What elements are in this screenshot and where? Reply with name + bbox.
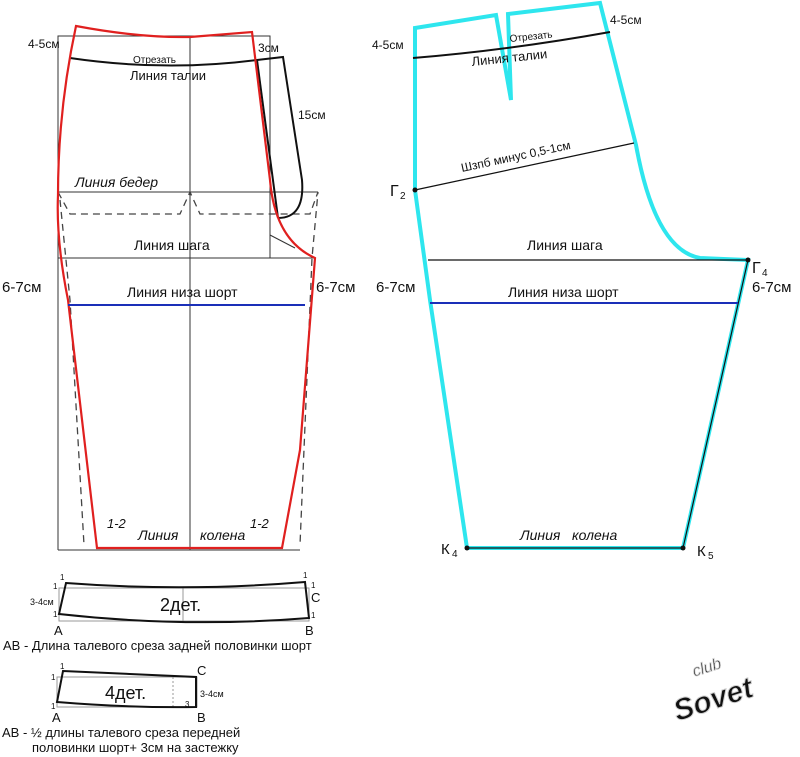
front-side-left: 6-7см bbox=[376, 279, 416, 296]
point-g2-dot bbox=[412, 187, 418, 193]
point-g2-label: Г bbox=[390, 183, 399, 200]
watermark-logo: club Sovet bbox=[669, 655, 760, 728]
point-k4-sub: 4 bbox=[452, 549, 458, 560]
back-waist-fly bbox=[69, 55, 304, 219]
front-hem-label: Линия низа шорт bbox=[508, 284, 619, 300]
back-fly-top: 3см bbox=[258, 41, 279, 55]
svg-text:Sovet: Sovet bbox=[669, 671, 759, 728]
back-labels: 4-5см 3см 15см Отрезать Линия талии Лини… bbox=[2, 37, 356, 543]
belt-front-point-c: C bbox=[197, 663, 206, 678]
front-piece bbox=[412, 0, 751, 551]
front-top-right-offset: 4-5см bbox=[610, 13, 642, 27]
belt-back-mark: 1 bbox=[53, 610, 58, 619]
belt-back-point-b: B bbox=[305, 623, 314, 638]
point-k5-sub: 5 bbox=[708, 551, 714, 562]
belt-front-mark-3: 3 bbox=[185, 700, 190, 709]
belt-back-mark: 1 bbox=[53, 582, 58, 591]
point-g4-sub: 4 bbox=[762, 268, 768, 279]
point-k5-dot bbox=[680, 545, 686, 551]
belt-back-caption: АВ - Длина талевого среза задней половин… bbox=[3, 638, 312, 653]
back-knee-left: 1-2 bbox=[107, 516, 127, 531]
front-seat-line-label: Шзпб минус 0,5-1см bbox=[460, 138, 572, 175]
front-knee-label: Линия колена bbox=[519, 527, 617, 543]
back-side-right: 6-7см bbox=[316, 279, 356, 296]
belt-back-mark: 1 bbox=[303, 571, 308, 580]
front-crotch-line-label: Линия шага bbox=[527, 237, 603, 253]
belt-back-mark: 1 bbox=[60, 573, 65, 582]
front-construction bbox=[412, 31, 749, 549]
belt-front-point-a: A bbox=[52, 710, 61, 725]
belt-back-mark: 1 bbox=[311, 581, 316, 590]
back-hip-line-label: Линия бедер bbox=[74, 174, 158, 190]
back-knee-right: 1-2 bbox=[250, 516, 270, 531]
belt-front-caption-2: половинки шорт+ 3см на застежку bbox=[32, 740, 239, 755]
back-knee-label-1: Линия bbox=[137, 527, 179, 543]
back-fly-length: 15см bbox=[298, 108, 326, 122]
front-top-left-offset: 4-5см bbox=[372, 38, 404, 52]
belt-back-height: 3-4см bbox=[30, 597, 54, 607]
back-cut-off: Отрезать bbox=[133, 55, 176, 66]
point-g4-dot bbox=[745, 257, 751, 263]
back-waist-line-label: Линия талии bbox=[130, 68, 206, 83]
back-outline bbox=[56, 24, 317, 550]
belt-front-label: 4дет. bbox=[105, 683, 146, 703]
point-g2-sub: 2 bbox=[400, 191, 406, 202]
belt-back-mark: 1 bbox=[311, 611, 316, 620]
back-top-offset: 4-5см bbox=[28, 37, 60, 51]
back-piece bbox=[56, 24, 319, 551]
belt-front-point-b: B bbox=[197, 710, 206, 725]
front-cut-off: Отрезать bbox=[509, 30, 553, 45]
point-g4-label: Г bbox=[752, 260, 761, 277]
belt-front-mark: 1 bbox=[60, 662, 65, 671]
back-hem-label: Линия низа шорт bbox=[127, 284, 238, 300]
belt-front-height: 3-4см bbox=[200, 689, 224, 699]
belt-back-label: 2дет. bbox=[160, 595, 201, 615]
front-labels: 4-5см 4-5см Отрезать Линия талии Шзпб ми… bbox=[372, 13, 792, 562]
belt-back: 1 1 1 1 1 1 3-4см 2дет. A B C АВ - Длина… bbox=[3, 571, 320, 653]
back-knee-label-2: колена bbox=[200, 527, 245, 543]
belt-front-mark: 1 bbox=[51, 702, 56, 711]
svg-text:club: club bbox=[690, 655, 723, 680]
belt-front: 1 1 1 3 3-4см 4дет. A B C АВ - ½ длины т… bbox=[2, 662, 240, 755]
belt-front-mark: 1 bbox=[51, 673, 56, 682]
belt-back-point-c: C bbox=[311, 590, 320, 605]
back-crotch-line-label: Линия шага bbox=[134, 237, 210, 253]
back-dashed-lines bbox=[57, 190, 319, 546]
belt-front-caption-1: АВ - ½ длины талевого среза передней bbox=[2, 725, 240, 740]
belt-back-point-a: A bbox=[54, 623, 63, 638]
point-k5-label: К bbox=[697, 543, 706, 560]
point-k4-dot bbox=[464, 545, 470, 551]
back-side-left: 6-7см bbox=[2, 279, 42, 296]
front-outline bbox=[413, 0, 751, 550]
front-side-right: 6-7см bbox=[752, 279, 792, 296]
point-k4-label: К bbox=[441, 541, 450, 558]
